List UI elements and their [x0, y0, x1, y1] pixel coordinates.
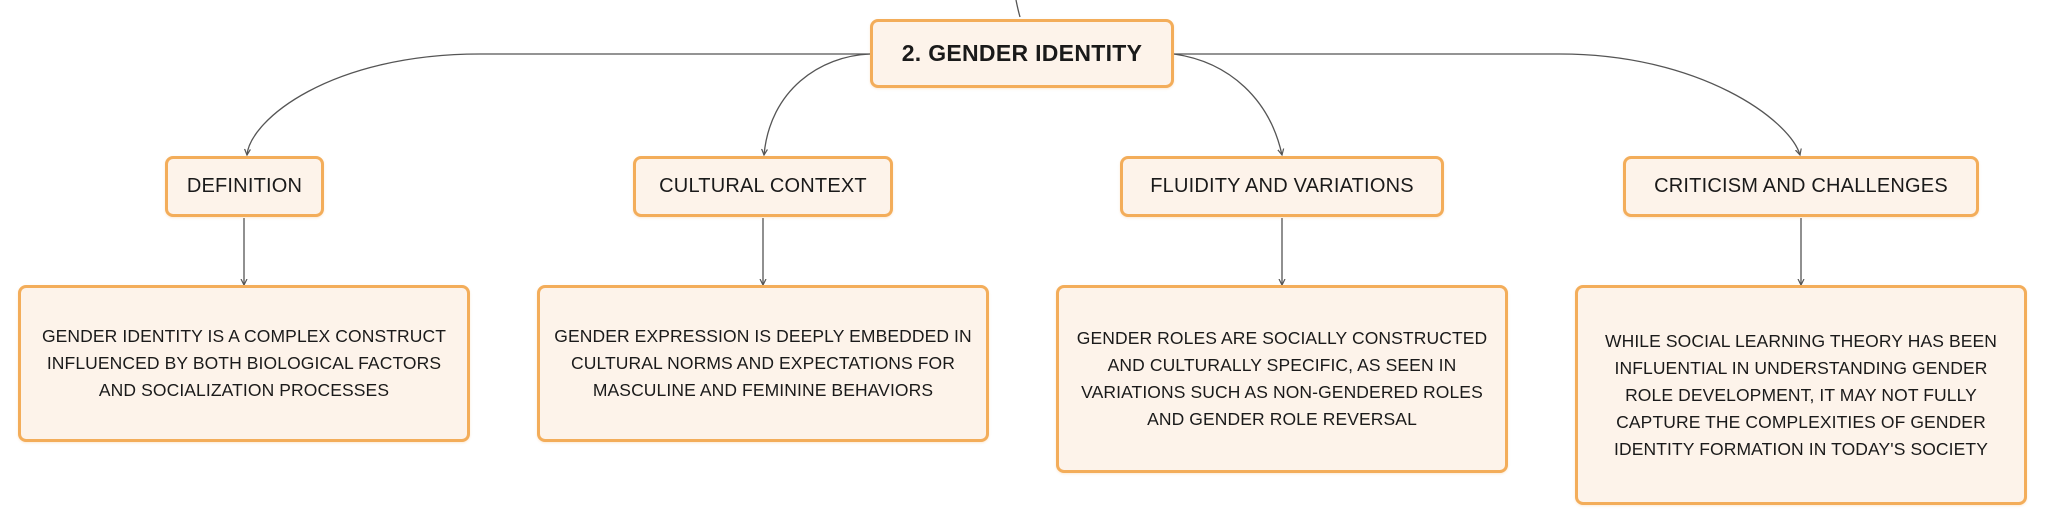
detail-definition-text: GENDER IDENTITY IS A COMPLEX CONSTRUCT I… [41, 326, 447, 400]
connector-root-fluidity [1173, 53, 1282, 155]
root-node[interactable]: 2. GENDER IDENTITY [870, 19, 1174, 88]
branch-cultural-context-label: CULTURAL CONTEXT [659, 175, 867, 197]
branch-criticism-label: CRITICISM AND CHALLENGES [1654, 175, 1948, 197]
branch-fluidity-and-variations[interactable]: FLUIDITY AND VARIATIONS [1120, 156, 1444, 217]
branch-fluidity-label: FLUIDITY AND VARIATIONS [1150, 175, 1414, 197]
branch-cultural-context[interactable]: CULTURAL CONTEXT [633, 156, 893, 217]
root-title: 2. GENDER IDENTITY [901, 40, 1143, 66]
detail-fluidity-text: GENDER ROLES ARE SOCIALLY CONSTRUCTED AN… [1076, 328, 1488, 429]
detail-criticism-text: WHILE SOCIAL LEARNING THEORY HAS BEEN IN… [1604, 330, 1998, 459]
detail-criticism-and-challenges[interactable]: WHILE SOCIAL LEARNING THEORY HAS BEEN IN… [1575, 285, 2027, 505]
detail-fluidity-and-variations[interactable]: GENDER ROLES ARE SOCIALLY CONSTRUCTED AN… [1056, 285, 1508, 473]
branch-definition-label: DEFINITION [186, 175, 303, 197]
connector-root-criticism [1174, 53, 1800, 155]
detail-cultural-context[interactable]: GENDER EXPRESSION IS DEEPLY EMBEDDED IN … [537, 285, 989, 442]
branch-definition[interactable]: DEFINITION [165, 156, 324, 217]
parent-connector [1015, 0, 1021, 18]
detail-cultural-context-text: GENDER EXPRESSION IS DEEPLY EMBEDDED IN … [554, 326, 972, 400]
connector-root-definition [247, 53, 870, 155]
connector-root-cultural-context [764, 53, 871, 155]
detail-definition[interactable]: GENDER IDENTITY IS A COMPLEX CONSTRUCT I… [18, 285, 470, 442]
branch-criticism-and-challenges[interactable]: CRITICISM AND CHALLENGES [1623, 156, 1979, 217]
